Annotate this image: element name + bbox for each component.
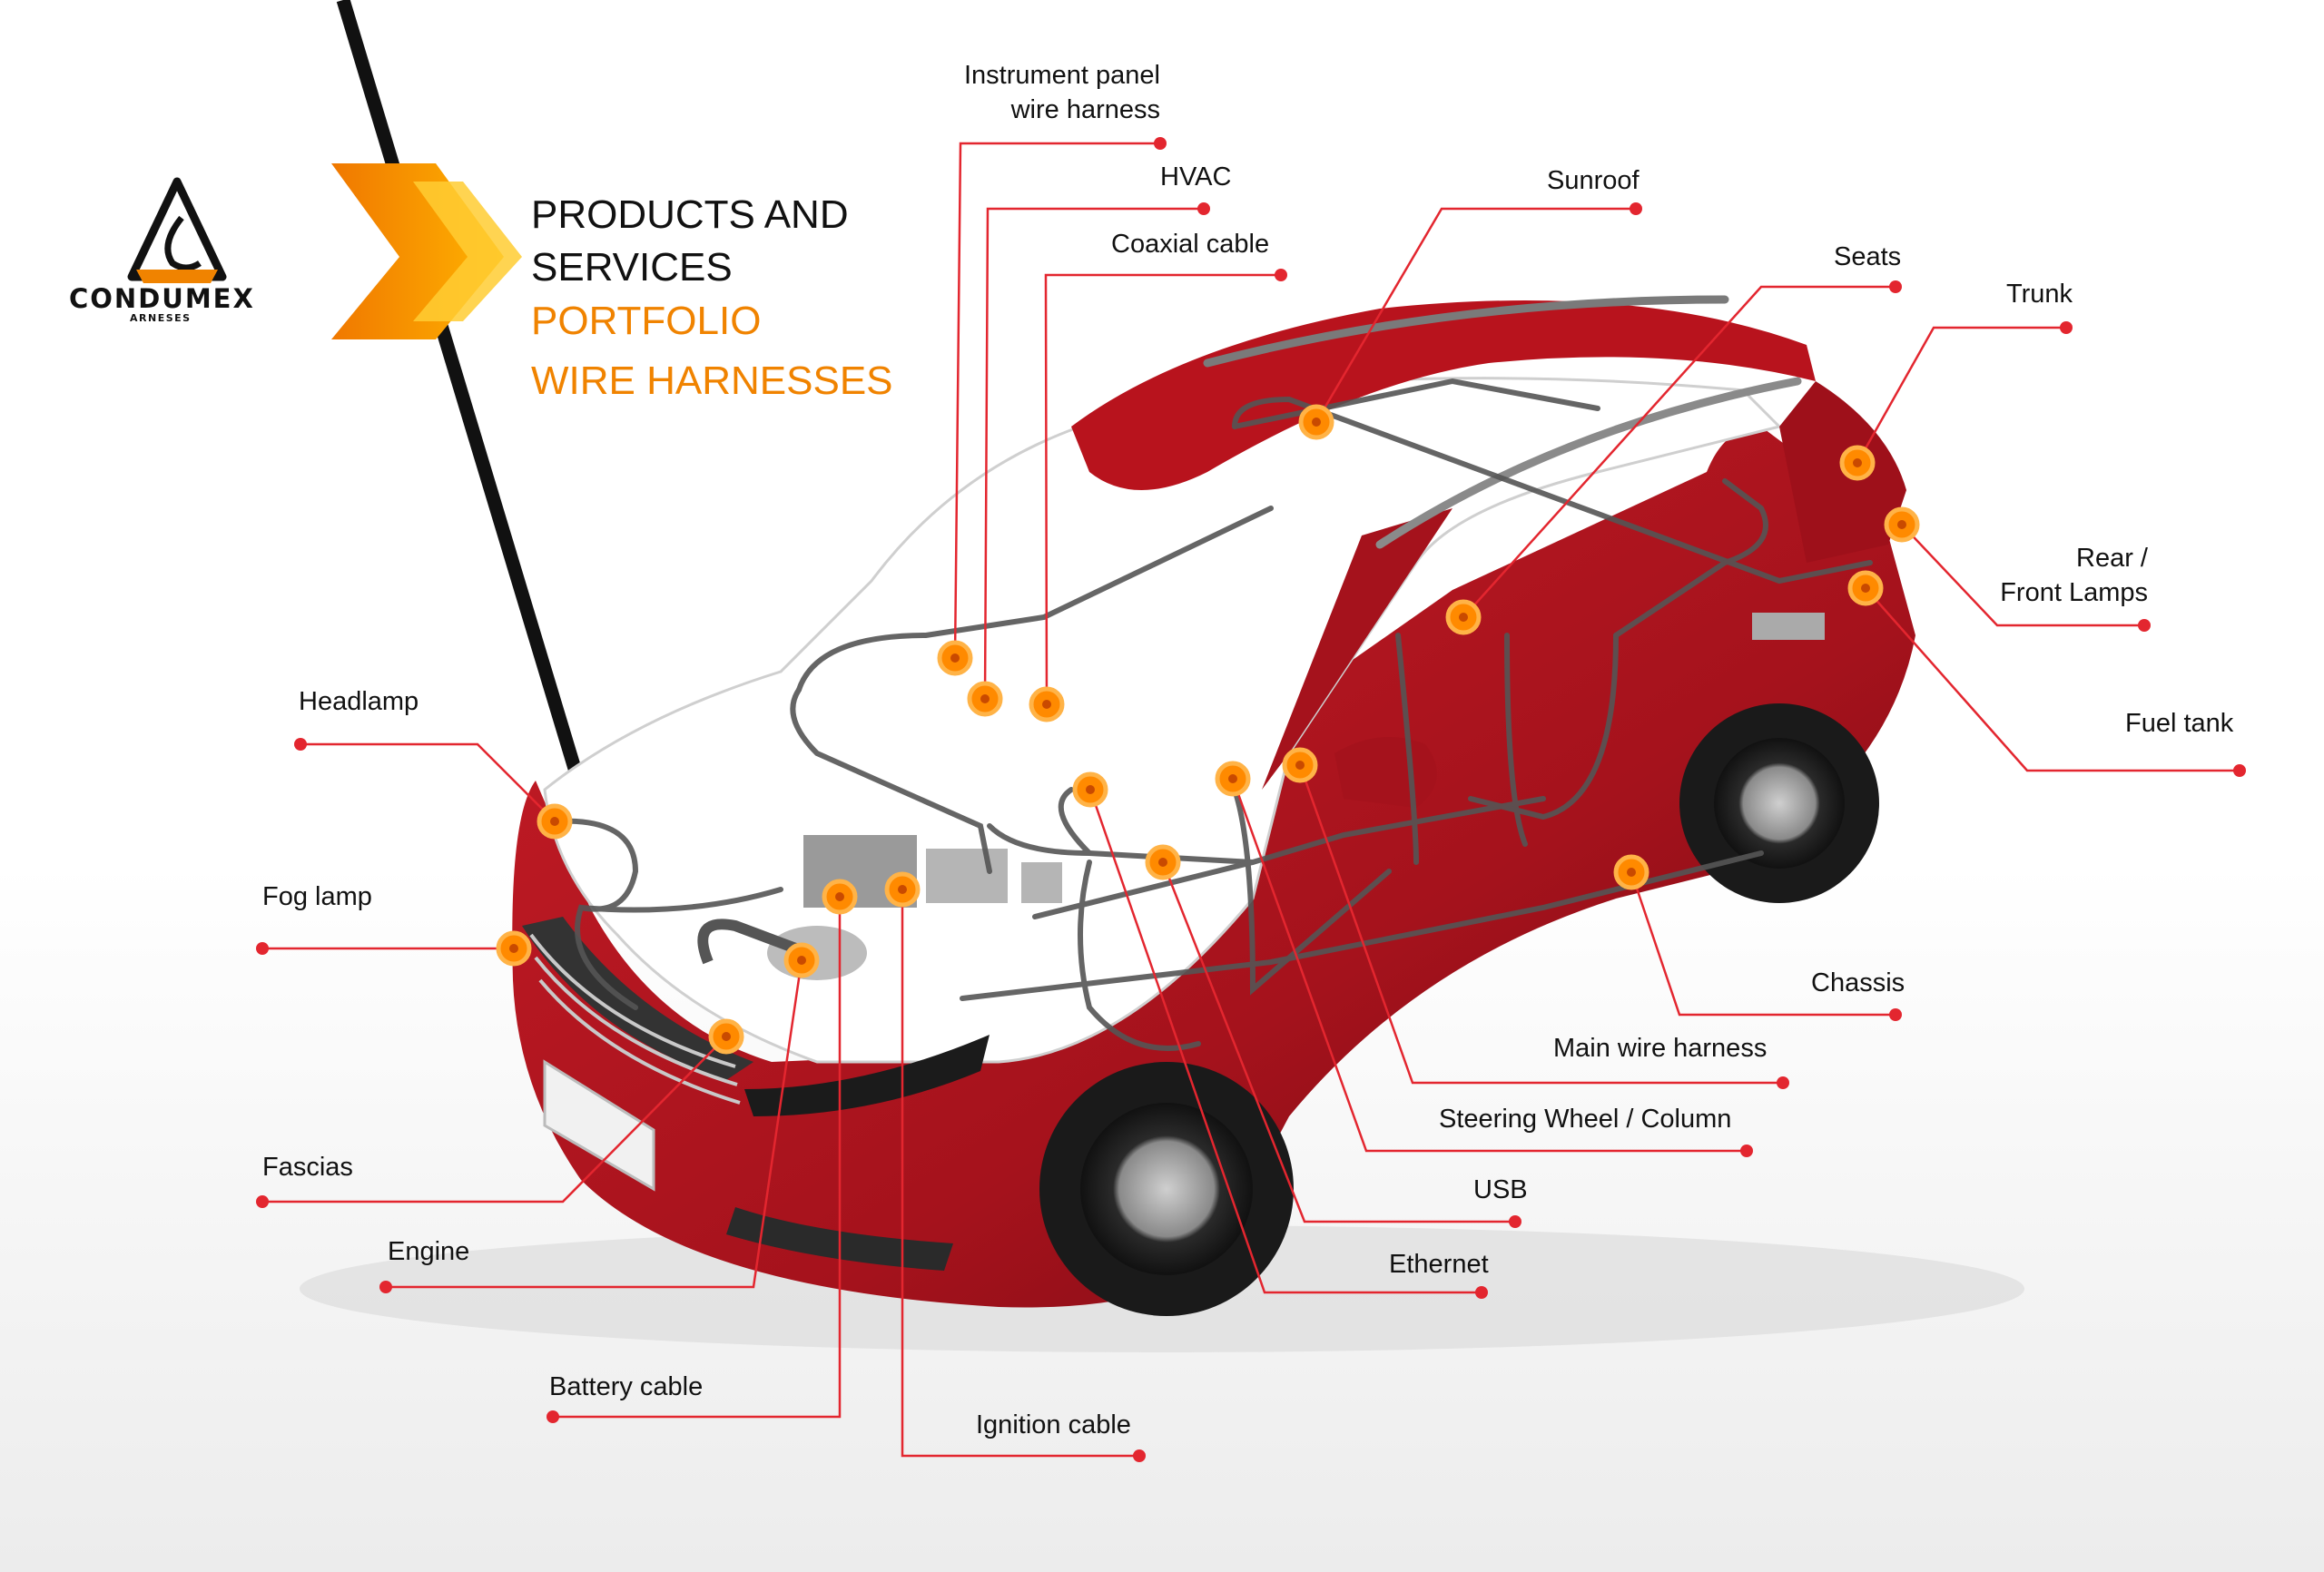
label-headlamp: Headlamp <box>299 687 419 716</box>
label-ignition-cable: Ignition cable <box>976 1410 1131 1439</box>
label-hvac: HVAC <box>1160 162 1232 192</box>
page-title-line1: PRODUCTS AND <box>531 192 849 237</box>
label-steering-wheel: Steering Wheel / Column <box>1439 1105 1732 1134</box>
callout-lines <box>262 142 2240 1458</box>
label-fuel-tank: Fuel tank <box>2125 709 2234 738</box>
page-title-line2: SERVICES <box>531 245 733 290</box>
wire-harness <box>551 378 1873 1051</box>
label-sunroof: Sunroof <box>1547 166 1640 195</box>
front-wheel <box>1039 1062 1294 1316</box>
divider-line <box>336 0 588 792</box>
brand-name: CONDUMEX <box>69 283 255 314</box>
label-ethernet: Ethernet <box>1389 1250 1489 1279</box>
rear-wheel <box>1679 703 1879 903</box>
label-trunk: Trunk <box>2006 280 2073 309</box>
brand-subtitle: ARNESES <box>130 312 192 324</box>
label-fascias: Fascias <box>262 1153 353 1182</box>
label-instrument-panel-1: Instrument panel <box>963 61 1160 90</box>
label-chassis: Chassis <box>1811 968 1905 997</box>
label-coaxial-cable: Coaxial cable <box>1111 230 1270 259</box>
callout-endpoints <box>256 137 2246 1462</box>
page-title-line4: WIRE HARNESSES <box>531 359 893 403</box>
label-instrument-panel-2: wire harness <box>1010 95 1160 124</box>
condumex-logo-icon <box>127 177 227 283</box>
chevron-icon <box>331 163 522 339</box>
label-seats: Seats <box>1834 242 1902 271</box>
label-battery-cable: Battery cable <box>549 1372 704 1401</box>
label-engine: Engine <box>388 1237 470 1266</box>
page-title-line3: PORTFOLIO <box>531 299 762 343</box>
label-usb: USB <box>1473 1175 1528 1204</box>
label-fog-lamp: Fog lamp <box>262 882 372 911</box>
label-rear-lamps-2: Front Lamps <box>2000 578 2148 607</box>
label-rear-lamps-1: Rear / <box>2076 544 2148 573</box>
label-main-wire-harness: Main wire harness <box>1553 1034 1768 1063</box>
